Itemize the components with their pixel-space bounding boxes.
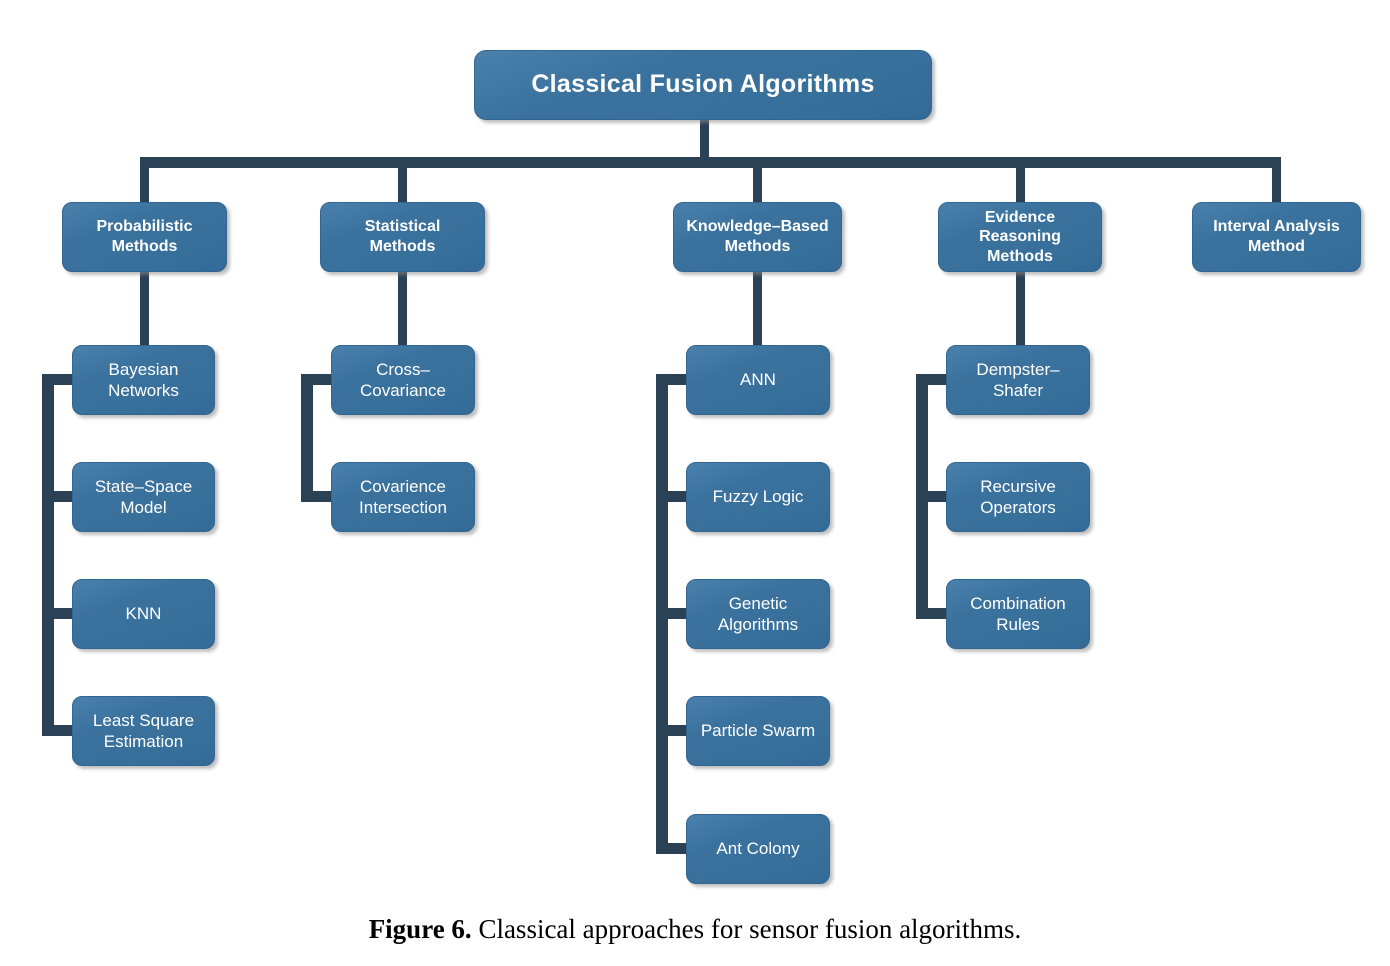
figure-caption: Figure 6. Classical approaches for senso… bbox=[0, 914, 1390, 945]
connector-spine-1 bbox=[42, 374, 54, 736]
connector-stub-1-3 bbox=[42, 608, 74, 619]
connector-stub-3-4 bbox=[656, 725, 688, 736]
node-fuzzy-logic: Fuzzy Logic bbox=[686, 462, 830, 532]
node-knn: KNN bbox=[72, 579, 215, 649]
node-knowledge-based-methods: Knowledge–Based Methods bbox=[673, 202, 842, 272]
node-dempster-shafer: Dempster– Shafer bbox=[946, 345, 1090, 415]
connector-stub-2-1 bbox=[301, 374, 333, 385]
connector-stub-1-4 bbox=[42, 725, 74, 736]
node-combination-rules: Combination Rules bbox=[946, 579, 1090, 649]
node-classical-fusion-algorithms: Classical Fusion Algorithms bbox=[474, 50, 932, 120]
connector-stub-4-3 bbox=[916, 608, 948, 619]
connector-parent-child-1 bbox=[140, 268, 149, 348]
connector-stub-1-2 bbox=[42, 491, 74, 502]
node-statistical-methods: Statistical Methods bbox=[320, 202, 485, 272]
node-ant-colony: Ant Colony bbox=[686, 814, 830, 884]
figure-caption-text: Classical approaches for sensor fusion a… bbox=[478, 914, 1022, 944]
connector-stub-3-1 bbox=[656, 374, 688, 385]
node-particle-swarm: Particle Swarm bbox=[686, 696, 830, 766]
node-interval-analysis-method: Interval Analysis Method bbox=[1192, 202, 1361, 272]
node-bayesian-networks: Bayesian Networks bbox=[72, 345, 215, 415]
node-ann: ANN bbox=[686, 345, 830, 415]
node-probabilistic-methods: Probabilistic Methods bbox=[62, 202, 227, 272]
node-cross-covariance: Cross– Covariance bbox=[331, 345, 475, 415]
connector-branch-drop-2 bbox=[398, 160, 407, 206]
connector-stub-3-2 bbox=[656, 491, 688, 502]
connector-parent-child-4 bbox=[1016, 268, 1025, 348]
node-evidence-reasoning-methods: Evidence Reasoning Methods bbox=[938, 202, 1102, 272]
node-covarience-intersection: Covarience Intersection bbox=[331, 462, 475, 532]
connector-stub-3-5 bbox=[656, 843, 688, 854]
connector-parent-child-3 bbox=[753, 268, 762, 348]
connector-branch-drop-5 bbox=[1272, 160, 1281, 206]
connector-trunk-vertical bbox=[700, 115, 709, 160]
node-genetic-algorithms: Genetic Algorithms bbox=[686, 579, 830, 649]
connector-branch-drop-1 bbox=[140, 160, 149, 206]
connector-stub-1-1 bbox=[42, 374, 74, 385]
connector-trunk-horizontal bbox=[140, 157, 1281, 168]
connector-spine-2 bbox=[301, 374, 313, 502]
connector-branch-drop-4 bbox=[1016, 160, 1025, 206]
figure-caption-label: Figure 6. bbox=[368, 914, 472, 944]
connector-stub-4-1 bbox=[916, 374, 948, 385]
connector-stub-2-2 bbox=[301, 491, 333, 502]
connector-stub-4-2 bbox=[916, 491, 948, 502]
connector-branch-drop-3 bbox=[753, 160, 762, 206]
node-recursive-operators: Recursive Operators bbox=[946, 462, 1090, 532]
connector-stub-3-3 bbox=[656, 608, 688, 619]
node-state-space-model: State–Space Model bbox=[72, 462, 215, 532]
node-least-square-estimation: Least Square Estimation bbox=[72, 696, 215, 766]
connector-parent-child-2 bbox=[398, 268, 407, 348]
